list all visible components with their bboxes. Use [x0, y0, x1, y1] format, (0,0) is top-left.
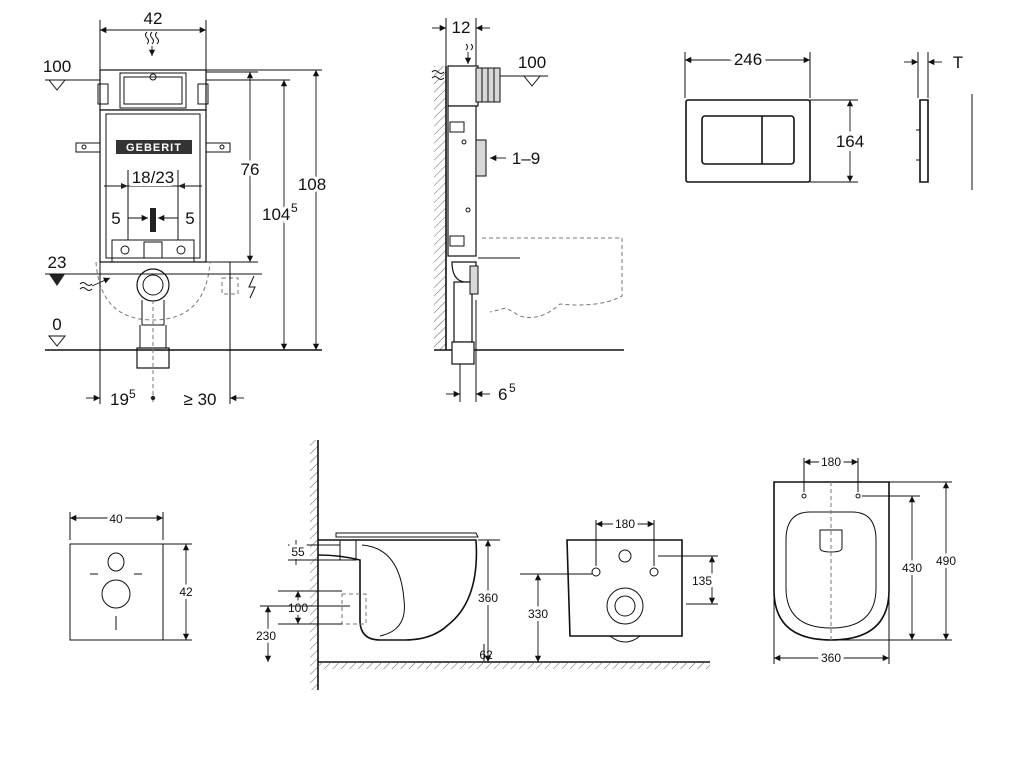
frame-width-label: 42 [144, 9, 163, 28]
sound-insulation-mat: 40 42 [69, 509, 196, 641]
mat-width-label: 40 [109, 512, 123, 526]
mat-height-label: 42 [179, 585, 193, 599]
frame-level-23-label: 23 [48, 253, 67, 272]
plate-width-label: 246 [734, 50, 762, 69]
water-inlet-icon [431, 43, 473, 80]
plate-height-label: 164 [836, 132, 864, 151]
bowl-side-100-label: 100 [288, 601, 308, 615]
frame-dim-19-label: 19 [110, 390, 129, 409]
electrical-outlet-icon [221, 275, 256, 299]
side-depth-label: 12 [452, 18, 471, 37]
frame-h76-label: 76 [241, 160, 260, 179]
bowl-side-230-label: 230 [256, 629, 276, 643]
frame-h104-label: 104 [262, 205, 290, 224]
frame-h108-label: 108 [298, 175, 326, 194]
bowl-top-430-label: 430 [902, 561, 922, 575]
side-level-100-label: 100 [518, 53, 546, 72]
frame-dim-19-sup: 5 [129, 387, 136, 401]
bowl-side-62-label: 62 [479, 648, 493, 662]
flush-plate-view: 246 164 T [684, 46, 973, 190]
frame-level-0-label: 0 [52, 315, 61, 334]
bowl-top-view: 180 430 490 360 [773, 452, 959, 668]
frame-logo: GEBERIT [126, 142, 182, 154]
frame-dim-30-label: ≥ 30 [184, 390, 217, 409]
side-button-travel-label: 1–9 [512, 149, 540, 168]
frame-side-view: 12 100 1–9 [431, 18, 624, 404]
frame-level-100-label: 100 [43, 57, 71, 76]
bowl-back-180-label: 180 [615, 517, 635, 531]
frame-offset-right-label: 5 [185, 209, 194, 228]
frame-front-view: 42 100 GEBERIT [43, 9, 329, 409]
frame-h104-sup: 5 [291, 201, 298, 215]
side-dim-6-sup: 5 [509, 381, 516, 395]
water-inlet-icon [145, 31, 159, 56]
bowl-back-330-label: 330 [528, 607, 548, 621]
bowl-back-135-label: 135 [692, 574, 712, 588]
frame-bolt-spacing-label: 18/23 [132, 168, 175, 187]
water-inlet-icon [79, 277, 111, 291]
level-marker-icon: 100 [43, 57, 115, 91]
side-dim-6-label: 6 [498, 385, 507, 404]
frame-offset-left-label: 5 [111, 209, 120, 228]
bowl-top-490-label: 490 [936, 554, 956, 568]
bowl-side-view: 55 100 230 360 62 [253, 440, 710, 690]
plate-thickness-label: T [953, 53, 963, 72]
bowl-side-55-label: 55 [291, 545, 305, 559]
bowl-top-180-label: 180 [821, 455, 841, 469]
bowl-top-360-label: 360 [821, 651, 841, 665]
bowl-back-view: 180 135 330 [520, 514, 718, 662]
bowl-side-360-label: 360 [478, 591, 498, 605]
